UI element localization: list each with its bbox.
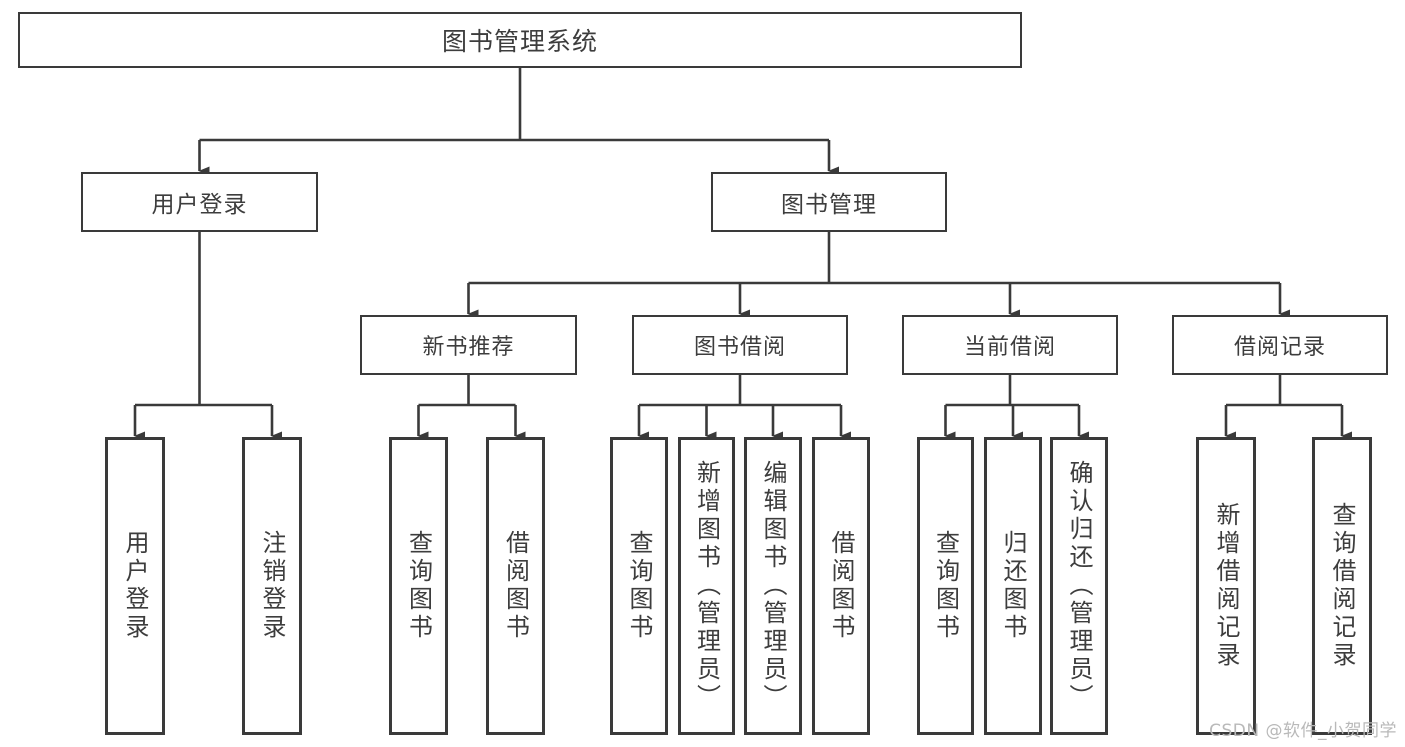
node-label: 查询图书 — [931, 530, 960, 642]
node-label: 确认归还（管理员） — [1065, 460, 1093, 712]
node-leaf_3[interactable]: 借阅图书 — [486, 437, 545, 735]
node-leaf_2[interactable]: 查询图书 — [389, 437, 448, 735]
node-label: 查询图书 — [404, 530, 433, 642]
node-leaf_10[interactable]: 确认归还（管理员） — [1050, 437, 1108, 735]
csdn-watermark: CSDN @软件_小贺同学 — [1209, 721, 1397, 741]
node-label: 当前借阅 — [963, 335, 1056, 360]
node-label: 图书借阅 — [693, 335, 786, 360]
node-label: 编辑图书（管理员） — [759, 460, 787, 712]
node-leaf_12[interactable]: 查询借阅记录 — [1312, 437, 1372, 735]
node-leaf_0[interactable]: 用户登录 — [105, 437, 165, 735]
node-label: 用户登录 — [121, 530, 149, 642]
node-leaf_11[interactable]: 新增借阅记录 — [1196, 437, 1256, 735]
node-l2_1[interactable]: 图书借阅 — [632, 315, 848, 375]
node-leaf_6[interactable]: 编辑图书（管理员） — [744, 437, 802, 735]
node-label: 查询借阅记录 — [1328, 502, 1356, 670]
node-label: 借阅图书 — [501, 530, 530, 642]
node-label: 图书管理系统 — [441, 27, 598, 56]
node-l2_0[interactable]: 新书推荐 — [360, 315, 577, 375]
node-leaf_4[interactable]: 查询图书 — [610, 437, 668, 735]
node-label: 图书管理 — [781, 192, 877, 218]
node-label: 归还图书 — [999, 530, 1027, 642]
node-leaf_7[interactable]: 借阅图书 — [812, 437, 870, 735]
node-l2_2[interactable]: 当前借阅 — [902, 315, 1118, 375]
node-leaf_9[interactable]: 归还图书 — [984, 437, 1042, 735]
node-label: 借阅图书 — [827, 530, 855, 642]
node-label: 注销登录 — [258, 530, 286, 642]
node-leaf_5[interactable]: 新增图书（管理员） — [678, 437, 735, 735]
node-l1_1[interactable]: 图书管理 — [711, 172, 947, 232]
node-label: 新增图书（管理员） — [692, 460, 721, 712]
node-l1_0[interactable]: 用户登录 — [81, 172, 318, 232]
node-leaf_8[interactable]: 查询图书 — [917, 437, 974, 735]
node-label: 新增借阅记录 — [1212, 502, 1240, 670]
node-root[interactable]: 图书管理系统 — [18, 12, 1022, 68]
node-leaf_1[interactable]: 注销登录 — [242, 437, 302, 735]
node-label: 新书推荐 — [422, 335, 515, 360]
node-l2_3[interactable]: 借阅记录 — [1172, 315, 1388, 375]
node-label: 借阅记录 — [1233, 335, 1326, 360]
node-label: 用户登录 — [151, 192, 248, 218]
node-label: 查询图书 — [625, 530, 653, 642]
